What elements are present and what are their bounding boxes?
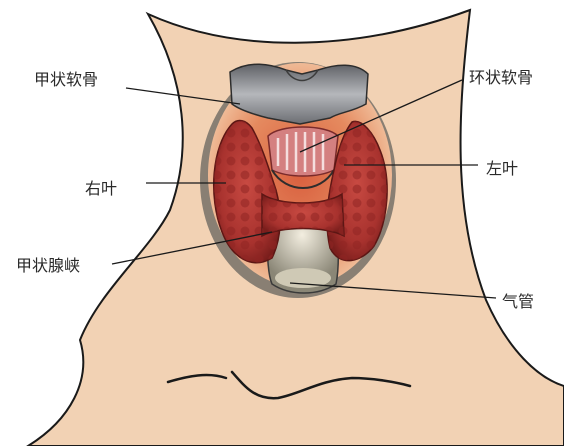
label-cricoid-cartilage: 环状软骨 [469, 64, 533, 88]
label-right-lobe: 右叶 [85, 175, 117, 199]
label-left-lobe: 左叶 [486, 155, 518, 179]
label-thyroid-cartilage: 甲状软骨 [34, 66, 98, 90]
label-isthmus: 甲状腺峡 [16, 252, 80, 276]
label-trachea: 气管 [502, 288, 534, 312]
